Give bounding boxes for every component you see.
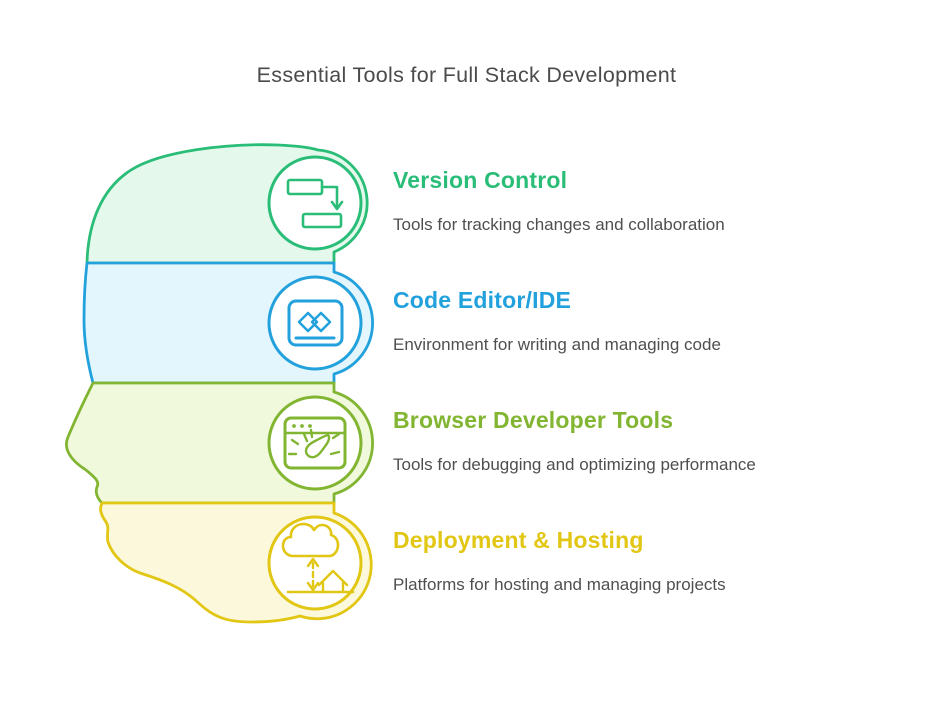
- cloud-house-deploy-icon: [281, 522, 355, 594]
- icon-circle-version-control: [267, 155, 363, 251]
- section-description: Tools for tracking changes and collabora…: [393, 215, 725, 234]
- section-code-editor: Code Editor/IDE Environment for writing …: [393, 286, 893, 355]
- icon-circle-devtools: [267, 395, 363, 491]
- code-window-icon: [287, 299, 344, 347]
- section-heading: Browser Developer Tools: [393, 407, 674, 433]
- section-heading: Deployment & Hosting: [393, 527, 644, 553]
- browser-window-dots: [292, 424, 312, 428]
- section-description: Platforms for hosting and managing proje…: [393, 575, 726, 594]
- page-title: Essential Tools for Full Stack Developme…: [256, 63, 677, 87]
- section-version-control: Version Control Tools for tracking chang…: [393, 166, 893, 235]
- section-description: Tools for debugging and optimizing perfo…: [393, 455, 756, 474]
- section-heading: Code Editor/IDE: [393, 287, 572, 313]
- browser-speedometer-icon: [283, 416, 347, 470]
- section-deployment: Deployment & Hosting Platforms for hosti…: [393, 526, 893, 595]
- section-heading: Version Control: [393, 167, 568, 193]
- section-devtools: Browser Developer Tools Tools for debugg…: [393, 406, 893, 475]
- section-description: Environment for writing and managing cod…: [393, 335, 721, 354]
- flowchart-commit-icon: [286, 178, 344, 229]
